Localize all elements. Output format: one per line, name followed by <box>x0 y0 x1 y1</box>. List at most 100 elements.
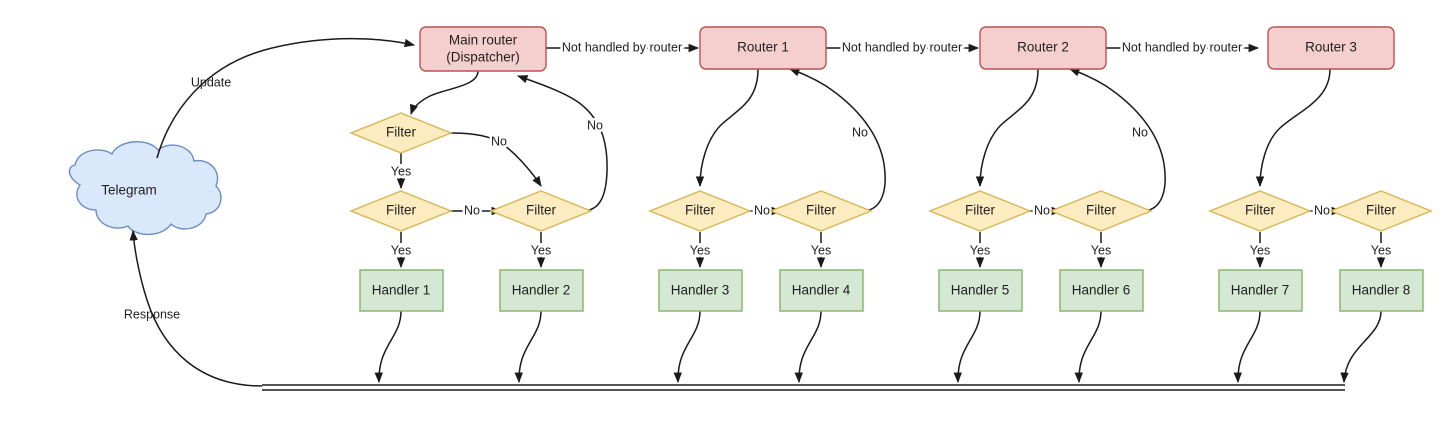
edge-label-yes-4: Yes <box>811 243 831 257</box>
node-router-2[interactable]: Router 2 <box>979 26 1107 70</box>
handler-3-label: Handler 3 <box>671 283 730 298</box>
edge-label-not-handled-2: Not handled by router <box>842 40 962 54</box>
node-handler-5[interactable]: Handler 5 <box>938 269 1023 312</box>
node-handler-8[interactable]: Handler 8 <box>1339 269 1424 312</box>
edge-update <box>156 37 416 159</box>
node-filter-a3[interactable]: Filter <box>349 190 453 232</box>
telegram-cloud[interactable]: Telegram <box>68 141 222 236</box>
handler-4-label: Handler 4 <box>792 283 851 298</box>
router-2-box <box>979 26 1107 70</box>
edge-label-yes-1: Yes <box>391 243 411 257</box>
filter-c1-label: Filter <box>965 203 996 218</box>
handler-7-box <box>1218 269 1303 312</box>
edge-label-yes-8: Yes <box>1371 243 1391 257</box>
edge-label-no-b-back: No <box>852 125 868 139</box>
router-2-label: Router 2 <box>1017 40 1069 55</box>
edge-label-update: Update <box>191 75 231 89</box>
handler-6-label: Handler 6 <box>1072 283 1131 298</box>
edge-handler-1-to-bar <box>374 310 402 384</box>
filter-a1-diamond <box>349 112 453 154</box>
node-handler-3[interactable]: Handler 3 <box>658 269 743 312</box>
filter-b2-diamond <box>769 190 873 232</box>
edge-handler-5-to-bar <box>953 310 981 384</box>
edge-label-no-c-inline: No <box>1034 203 1050 217</box>
collection-bar <box>262 384 1345 391</box>
node-filter-c2[interactable]: Filter <box>1049 190 1153 232</box>
handler-3-box <box>658 269 743 312</box>
handler-1-label: Handler 1 <box>372 283 431 298</box>
node-handler-2[interactable]: Handler 2 <box>499 269 584 312</box>
edge-label-no-b-inline: No <box>754 203 770 217</box>
edge-router3-to-filter-d1 <box>1255 68 1331 188</box>
node-handler-4[interactable]: Handler 4 <box>779 269 864 312</box>
node-filter-b2[interactable]: Filter <box>769 190 873 232</box>
edge-router1-to-filter-b1 <box>695 68 759 188</box>
router-3-label: Router 3 <box>1305 40 1357 55</box>
filter-a3-label: Filter <box>386 203 417 218</box>
node-filter-a2[interactable]: Filter <box>489 190 593 232</box>
handler-7-label: Handler 7 <box>1231 283 1290 298</box>
filter-c2-label: Filter <box>1086 203 1117 218</box>
node-filter-a1[interactable]: Filter <box>349 112 453 154</box>
node-filter-c1[interactable]: Filter <box>928 190 1032 232</box>
edge-response <box>129 229 263 387</box>
cloud-shape <box>68 141 222 236</box>
filter-d1-label: Filter <box>1245 203 1276 218</box>
main-router-box <box>419 26 547 72</box>
node-router-3[interactable]: Router 3 <box>1267 26 1395 70</box>
filter-c2-diamond <box>1049 190 1153 232</box>
filter-d2-label: Filter <box>1366 203 1397 218</box>
edge-handler-4-to-bar <box>794 310 822 384</box>
node-handler-7[interactable]: Handler 7 <box>1218 269 1303 312</box>
edge-handler-6-to-bar <box>1074 310 1102 384</box>
edge-label-yes-3: Yes <box>690 243 710 257</box>
handler-8-label: Handler 8 <box>1352 283 1411 298</box>
edge-label-no-a-mid: No <box>491 134 507 148</box>
router-3-box <box>1267 26 1395 70</box>
edge-filter-c2-no-back-to-router2 <box>1069 68 1166 212</box>
filter-d2-diamond <box>1329 190 1433 232</box>
filter-c1-diamond <box>928 190 1032 232</box>
edge-label-not-handled-1: Not handled by router <box>562 40 682 54</box>
edge-filter-a1-no-to-filter-a2 <box>449 132 542 187</box>
filter-a2-diamond <box>489 190 593 232</box>
node-main-router[interactable]: Main router (Dispatcher) <box>419 26 547 72</box>
filter-a2-label: Filter <box>526 203 557 218</box>
node-handler-6[interactable]: Handler 6 <box>1059 269 1144 312</box>
cloud-label: Telegram <box>101 183 157 198</box>
edge-label-yes-2: Yes <box>531 243 551 257</box>
edge-label-no-a-inline: No <box>464 203 480 217</box>
edge-label-not-handled-3: Not handled by router <box>1122 40 1242 54</box>
edge-mainrouter-to-filter-a1 <box>410 70 479 115</box>
main-router-label-line1: Main router <box>449 33 518 48</box>
node-filter-d1[interactable]: Filter <box>1208 190 1312 232</box>
edge-label-no-c-back: No <box>1132 125 1148 139</box>
handler-2-box <box>499 269 584 312</box>
router-1-label: Router 1 <box>737 40 789 55</box>
edge-handler-2-to-bar <box>514 310 542 384</box>
handler-2-label: Handler 2 <box>512 283 571 298</box>
node-router-1[interactable]: Router 1 <box>699 26 827 70</box>
edge-handler-7-to-bar <box>1233 310 1261 384</box>
router-1-box <box>699 26 827 70</box>
handler-5-box <box>938 269 1023 312</box>
node-handler-1[interactable]: Handler 1 <box>359 269 444 312</box>
edge-label-response: Response <box>124 307 180 321</box>
handler-4-box <box>779 269 864 312</box>
edge-label-yes-6: Yes <box>1091 243 1111 257</box>
edge-label-yes-5: Yes <box>970 243 990 257</box>
filter-b1-diamond <box>648 190 752 232</box>
edge-handler-8-to-bar <box>1340 310 1382 384</box>
filter-a1-label: Filter <box>386 125 417 140</box>
edge-filter-b2-no-back-to-router1 <box>789 68 886 212</box>
edge-filter-a2-no-back-to-mainrouter <box>517 75 608 212</box>
edge-router2-to-filter-c1 <box>975 68 1039 188</box>
handler-1-box <box>359 269 444 312</box>
node-filter-d2[interactable]: Filter <box>1329 190 1433 232</box>
edge-handler-3-to-bar <box>673 310 701 384</box>
main-router-label-line2: (Dispatcher) <box>446 50 520 65</box>
handler-5-label: Handler 5 <box>951 283 1010 298</box>
node-filter-b1[interactable]: Filter <box>648 190 752 232</box>
filter-b1-label: Filter <box>685 203 716 218</box>
